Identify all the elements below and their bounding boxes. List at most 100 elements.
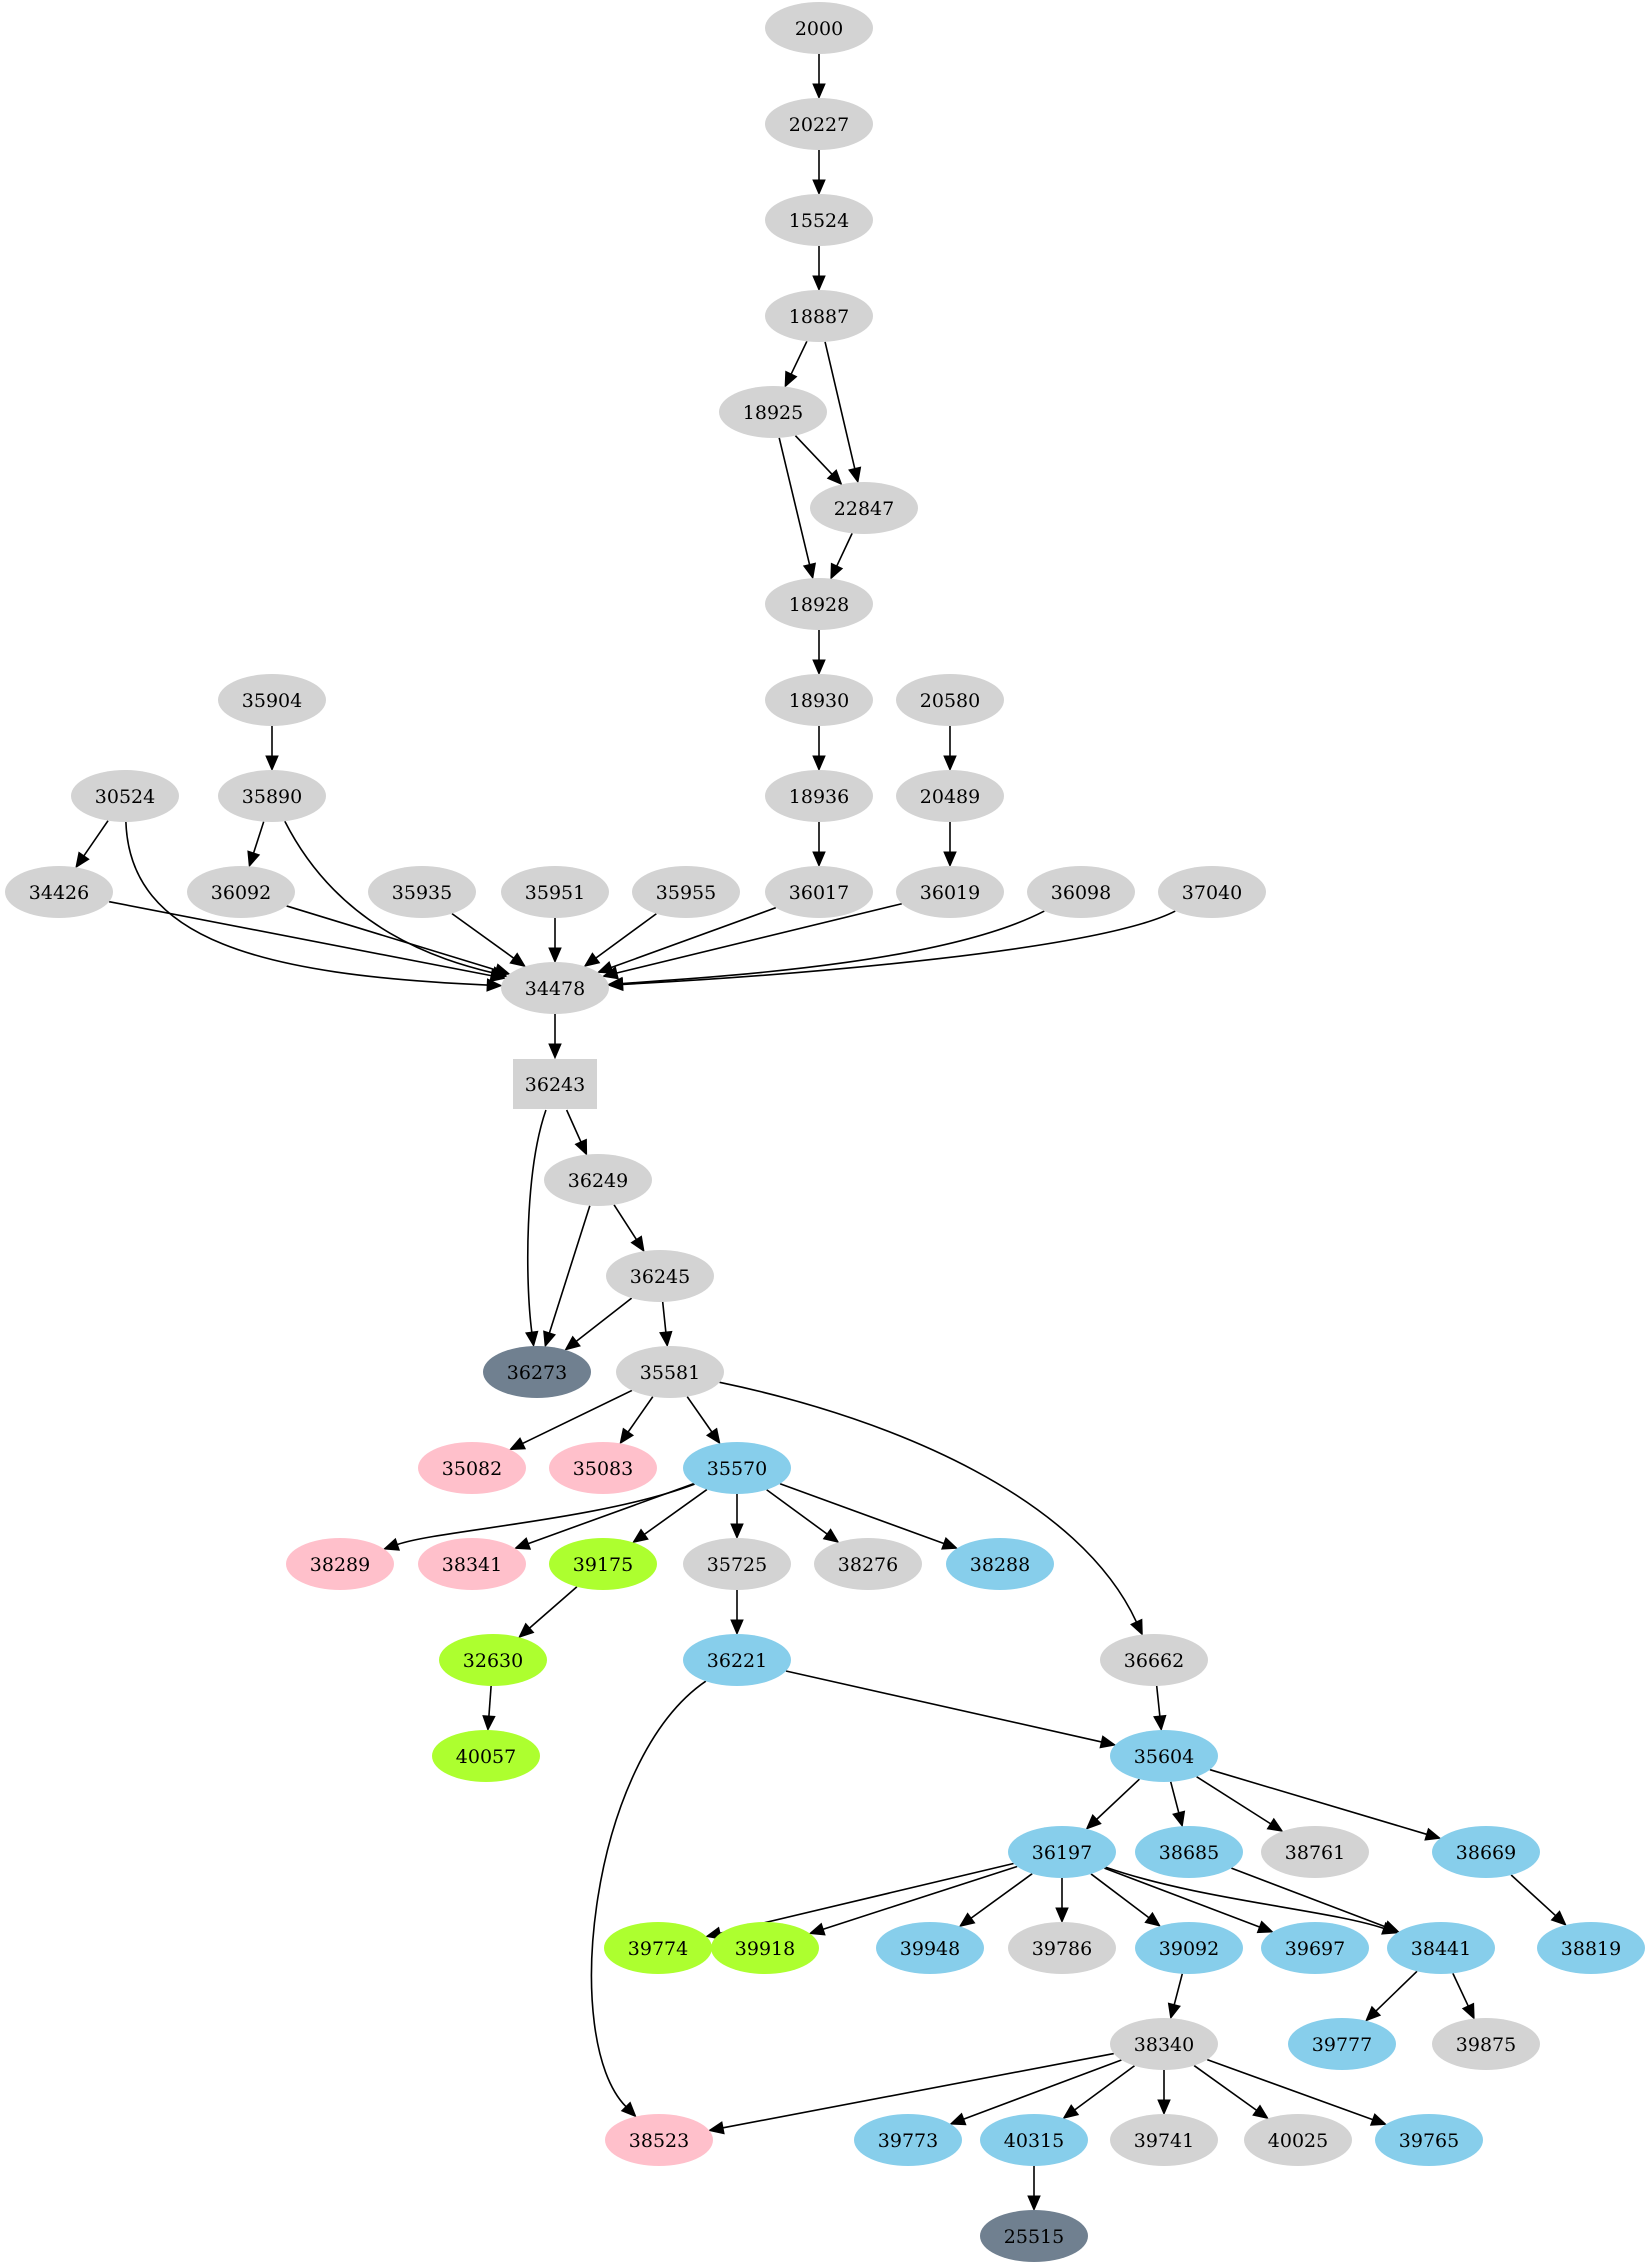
node-18925[interactable]: 18925 (719, 386, 827, 438)
node-36221[interactable]: 36221 (683, 1634, 791, 1686)
node-15524[interactable]: 15524 (765, 194, 873, 246)
node-ellipse-shape (368, 866, 476, 918)
arrowhead-icon (812, 179, 826, 196)
node-38276[interactable]: 38276 (814, 1538, 922, 1590)
node-39741[interactable]: 39741 (1110, 2114, 1218, 2166)
node-38288[interactable]: 38288 (946, 1538, 1054, 1590)
node-36273[interactable]: 36273 (483, 1346, 591, 1398)
node-20580[interactable]: 20580 (896, 674, 1004, 726)
node-39918[interactable]: 39918 (711, 1922, 819, 1974)
node-22847[interactable]: 22847 (810, 482, 918, 534)
node-39875[interactable]: 39875 (1432, 2018, 1540, 2070)
node-35083[interactable]: 35083 (549, 1442, 657, 1494)
node-label: 35604 (1134, 1746, 1194, 1768)
node-36017[interactable]: 36017 (765, 866, 873, 918)
node-36243[interactable]: 36243 (513, 1059, 597, 1109)
node-35725[interactable]: 35725 (683, 1538, 791, 1590)
node-36245[interactable]: 36245 (606, 1250, 714, 1302)
node-38340[interactable]: 38340 (1110, 2018, 1218, 2070)
node-35570[interactable]: 35570 (683, 1442, 791, 1494)
edge-38441-to-39777 (1375, 1970, 1418, 2012)
node-39175[interactable]: 39175 (549, 1538, 657, 1590)
node-ellipse-shape (1110, 1730, 1218, 1782)
node-25515[interactable]: 25515 (980, 2210, 1088, 2262)
node-39777[interactable]: 39777 (1288, 2018, 1396, 2070)
node-35904[interactable]: 35904 (218, 674, 326, 726)
node-39697[interactable]: 39697 (1261, 1922, 1369, 1974)
node-38341[interactable]: 38341 (418, 1538, 526, 1590)
node-36249[interactable]: 36249 (544, 1154, 652, 1206)
node-38669[interactable]: 38669 (1432, 1826, 1540, 1878)
node-label: 35082 (442, 1458, 502, 1480)
arrowhead-icon (75, 851, 90, 869)
node-label: 36197 (1032, 1842, 1092, 1864)
node-39948[interactable]: 39948 (876, 1922, 984, 1974)
node-38289[interactable]: 38289 (286, 1538, 394, 1590)
node-40057[interactable]: 40057 (432, 1730, 540, 1782)
arrowhead-icon (1085, 1813, 1102, 1830)
node-34426[interactable]: 34426 (5, 866, 113, 918)
node-box-shape (513, 1059, 597, 1109)
node-30524[interactable]: 30524 (71, 770, 179, 822)
node-ellipse-shape (1261, 1922, 1369, 1974)
edge-36017-to-34478 (610, 906, 777, 969)
node-35890[interactable]: 35890 (218, 770, 326, 822)
node-34478[interactable]: 34478 (501, 962, 609, 1014)
edge-18925-to-18928 (778, 437, 811, 565)
node-ellipse-shape (1027, 866, 1135, 918)
node-ellipse-shape (896, 770, 1004, 822)
node-35604[interactable]: 35604 (1110, 1730, 1218, 1782)
edge-38340-to-38523 (722, 2052, 1114, 2129)
node-35955[interactable]: 35955 (632, 866, 740, 918)
node-35581[interactable]: 35581 (616, 1346, 724, 1398)
node-18936[interactable]: 18936 (765, 770, 873, 822)
node-39092[interactable]: 39092 (1135, 1922, 1243, 1974)
edge-36245-to-36273 (575, 1297, 633, 1342)
node-20227[interactable]: 20227 (765, 98, 873, 150)
node-label: 18928 (789, 594, 849, 616)
edge-39175-to-32630 (529, 1586, 578, 1629)
node-label: 38669 (1456, 1842, 1516, 1864)
node-32630[interactable]: 32630 (439, 1634, 547, 1686)
arrowhead-icon (632, 1528, 649, 1544)
arrowhead-icon (826, 469, 843, 486)
node-38761[interactable]: 38761 (1261, 1826, 1369, 1878)
node-39765[interactable]: 39765 (1375, 2114, 1483, 2166)
arrowhead-icon (596, 961, 615, 974)
edge-35581-to-36662 (719, 1381, 1138, 1623)
node-38441[interactable]: 38441 (1387, 1922, 1495, 1974)
node-38523[interactable]: 38523 (605, 2114, 713, 2166)
node-39786[interactable]: 39786 (1008, 1922, 1116, 1974)
node-39774[interactable]: 39774 (604, 1922, 712, 1974)
node-40025[interactable]: 40025 (1244, 2114, 1352, 2166)
edge-38340-to-40025 (1193, 2064, 1257, 2111)
node-36662[interactable]: 36662 (1100, 1634, 1208, 1686)
node-40315[interactable]: 40315 (980, 2114, 1088, 2166)
edge-30524-to-34478 (125, 821, 488, 986)
node-39773[interactable]: 39773 (854, 2114, 962, 2166)
arrowhead-icon (949, 2112, 967, 2126)
node-2000[interactable]: 2000 (765, 2, 873, 54)
node-18930[interactable]: 18930 (765, 674, 873, 726)
node-ellipse-shape (439, 1634, 547, 1686)
node-35951[interactable]: 35951 (501, 866, 609, 918)
arrowhead-icon (730, 1523, 744, 1540)
node-35935[interactable]: 35935 (368, 866, 476, 918)
node-36098[interactable]: 36098 (1027, 866, 1135, 918)
node-36092[interactable]: 36092 (187, 866, 295, 918)
node-37040[interactable]: 37040 (1158, 866, 1266, 918)
node-38685[interactable]: 38685 (1135, 1826, 1243, 1878)
node-36197[interactable]: 36197 (1008, 1826, 1116, 1878)
node-label: 20227 (789, 114, 849, 136)
node-18928[interactable]: 18928 (765, 578, 873, 630)
arrowhead-icon (525, 1330, 539, 1348)
node-ellipse-shape (896, 674, 1004, 726)
arrowhead-icon (1382, 1920, 1400, 1934)
node-36019[interactable]: 36019 (896, 866, 1004, 918)
node-35082[interactable]: 35082 (418, 1442, 526, 1494)
node-38819[interactable]: 38819 (1537, 1922, 1645, 1974)
node-18887[interactable]: 18887 (765, 290, 873, 342)
node-label: 18925 (743, 402, 803, 424)
node-20489[interactable]: 20489 (896, 770, 1004, 822)
arrowhead-icon (1062, 2104, 1080, 2119)
